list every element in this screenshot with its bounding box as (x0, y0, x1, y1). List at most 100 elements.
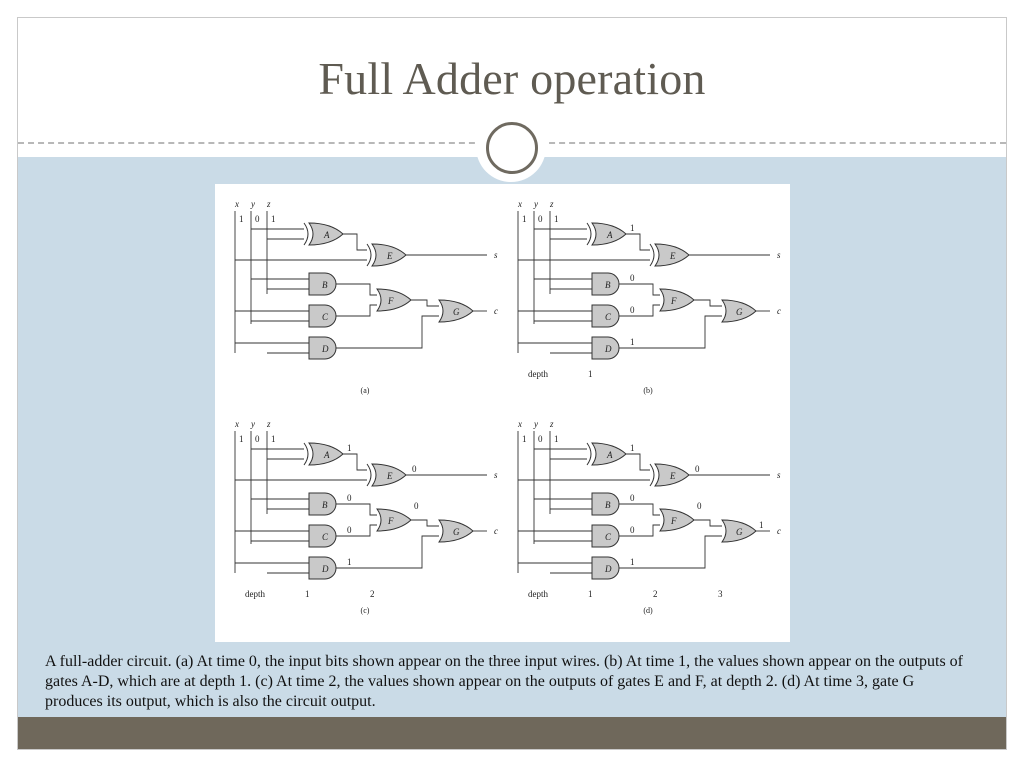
xor-gate-arc (303, 442, 309, 466)
or-gate-shape (654, 463, 690, 487)
input-value: 0 (538, 434, 543, 444)
gate-value-b: 0 (347, 493, 352, 503)
gate-label-d: D (604, 564, 612, 574)
gate-value-b: 0 (630, 493, 635, 503)
or-gate-shape (659, 288, 695, 312)
input-label: x (234, 199, 239, 209)
or-gate-shape (654, 243, 690, 267)
depth-label: depth (528, 589, 548, 599)
and-gate-shape (308, 336, 337, 360)
depth-value: 3 (718, 589, 723, 599)
gate-label-e: E (386, 251, 393, 261)
wire (619, 304, 660, 317)
depth-value: 1 (588, 589, 593, 599)
input-label: y (250, 199, 255, 209)
input-label: y (533, 419, 538, 429)
gate-value-d: 1 (347, 557, 352, 567)
wire (694, 519, 722, 527)
slide-title: Full Adder operation (318, 53, 706, 104)
input-label: y (533, 199, 538, 209)
gate-label-f: F (670, 516, 677, 526)
depth-label: depth (528, 369, 548, 379)
input-value: 1 (554, 214, 559, 224)
gate-label-c: C (322, 312, 329, 322)
gate-value-c: 0 (630, 525, 635, 535)
and-gate-shape (308, 304, 337, 328)
wire (619, 524, 660, 537)
input-label: z (266, 199, 271, 209)
panel-label: (d) (643, 606, 653, 615)
gate-label-b: B (605, 280, 611, 290)
or-gate-shape (659, 508, 695, 532)
and-gate-shape (591, 272, 620, 296)
wire (411, 299, 439, 307)
wire (411, 519, 439, 527)
or-gate-shape (376, 288, 412, 312)
and-gate-shape (308, 524, 337, 548)
gate-label-e: E (386, 471, 393, 481)
ornament-ring (486, 122, 538, 174)
gate-label-c: C (605, 312, 612, 322)
gate-value-f: 0 (414, 501, 419, 511)
wire (336, 283, 377, 296)
panel-label: (c) (361, 606, 370, 615)
footer-bar (18, 717, 1006, 749)
wire (343, 233, 367, 251)
gate-label-b: B (605, 500, 611, 510)
depth-value: 1 (588, 369, 593, 379)
depth-label: depth (245, 589, 265, 599)
gate-label-c: C (605, 532, 612, 542)
or-gate-shape (591, 442, 627, 466)
wire (619, 535, 722, 569)
output-label-s: s (494, 250, 498, 260)
gate-label-g: G (453, 527, 460, 537)
wire (619, 503, 660, 516)
and-gate-shape (591, 492, 620, 516)
gate-value-e: 0 (695, 464, 700, 474)
or-gate-shape (721, 519, 757, 543)
panel-label: (a) (361, 386, 370, 395)
output-label-c: c (777, 526, 781, 536)
input-value: 0 (255, 434, 260, 444)
gate-label-b: B (322, 500, 328, 510)
gate-value-d: 1 (630, 337, 635, 347)
gate-label-f: F (670, 296, 677, 306)
or-gate-shape (438, 299, 474, 323)
or-gate-shape (308, 442, 344, 466)
xor-gate-arc (366, 243, 372, 267)
gate-label-d: D (604, 344, 612, 354)
wire (336, 304, 377, 317)
input-value: 1 (271, 434, 276, 444)
xor-gate-arc (366, 463, 372, 487)
figure-caption: A full-adder circuit. (a) At time 0, the… (45, 653, 964, 710)
and-gate-shape (308, 556, 337, 580)
gate-label-a: A (606, 230, 613, 240)
xor-gate-arc (586, 442, 592, 466)
gate-value-c: 0 (347, 525, 352, 535)
input-label: z (266, 419, 271, 429)
or-gate-shape (308, 222, 344, 246)
wire (336, 524, 377, 537)
gate-label-c: C (322, 532, 329, 542)
xor-gate-arc (586, 222, 592, 246)
output-label-c: c (494, 306, 498, 316)
input-value: 0 (538, 214, 543, 224)
wire (626, 453, 650, 471)
input-label: z (549, 419, 554, 429)
gate-label-d: D (321, 564, 329, 574)
gate-label-a: A (323, 230, 330, 240)
gate-value-a: 1 (630, 223, 635, 233)
gate-label-f: F (387, 516, 394, 526)
input-value: 1 (554, 434, 559, 444)
input-label: y (250, 419, 255, 429)
gate-value-a: 1 (347, 443, 352, 453)
gate-value-b: 0 (630, 273, 635, 283)
input-label: z (549, 199, 554, 209)
output-label-s: s (777, 470, 781, 480)
